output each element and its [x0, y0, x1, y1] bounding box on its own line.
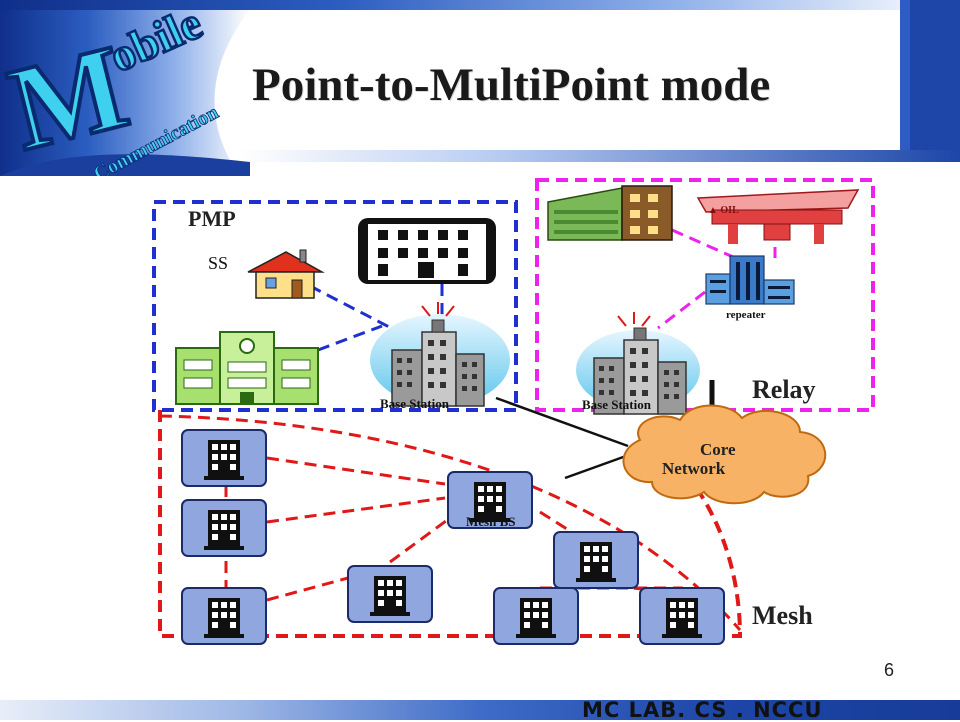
core-network-label-line1: Core: [700, 440, 736, 459]
ss-label: SS: [208, 253, 228, 273]
pmp-base-station-label: Base Station: [380, 396, 450, 411]
mesh-node-right-left: [493, 587, 579, 645]
mesh-node-left-middle: [181, 499, 267, 557]
relay-link-repeater-bs: [657, 290, 706, 330]
mesh-node-left-bottom: [181, 587, 267, 645]
pmp-region-label: PMP: [188, 206, 236, 231]
relay-link-office: [671, 228, 741, 262]
school-building-icon: [175, 331, 319, 405]
repeater-label: repeater: [726, 309, 766, 321]
pmp-base-station-icon: [370, 302, 510, 407]
relay-region-label: Relay: [752, 375, 816, 404]
page-number: 6: [884, 660, 895, 680]
header-band: [0, 0, 960, 176]
ss-house-icon: [247, 249, 325, 299]
mesh-node-left-top: [181, 429, 267, 487]
pmp-link-school: [317, 324, 383, 352]
mesh-node-right-top: [553, 531, 639, 589]
repeater-building-icon: [705, 255, 795, 305]
office-building-icon: [547, 185, 673, 241]
mesh-node-center-bottom: [347, 565, 433, 623]
slide-title: Point-to-MultiPoint mode: [252, 59, 771, 111]
pmp-region-border: [152, 200, 518, 412]
apartment-building-icon: [358, 218, 496, 284]
mobile-communication-logo: M obile Communication: [0, 0, 223, 176]
gas-station-sign: ▲ OIL: [708, 205, 739, 216]
core-network-cloud: [622, 404, 827, 505]
mesh-node-right-right: [639, 587, 725, 645]
core-link-pmp-bs: [495, 396, 629, 448]
core-link-mesh-bs: [564, 454, 627, 480]
footer-bar: [0, 700, 960, 720]
mesh-region-label: Mesh: [752, 601, 813, 630]
pmp-link-ss: [309, 284, 396, 332]
gas-station-icon: [696, 189, 860, 244]
mesh-range-arc: [159, 414, 742, 631]
relay-base-station-label: Base Station: [582, 397, 652, 412]
core-network-label-line2: Network: [662, 459, 726, 478]
footer-lab-name: MC LAB. CS . NCCU: [582, 698, 823, 722]
relay-base-station-icon: [576, 312, 700, 415]
mesh-bs-label: Mesh BS: [466, 514, 515, 529]
